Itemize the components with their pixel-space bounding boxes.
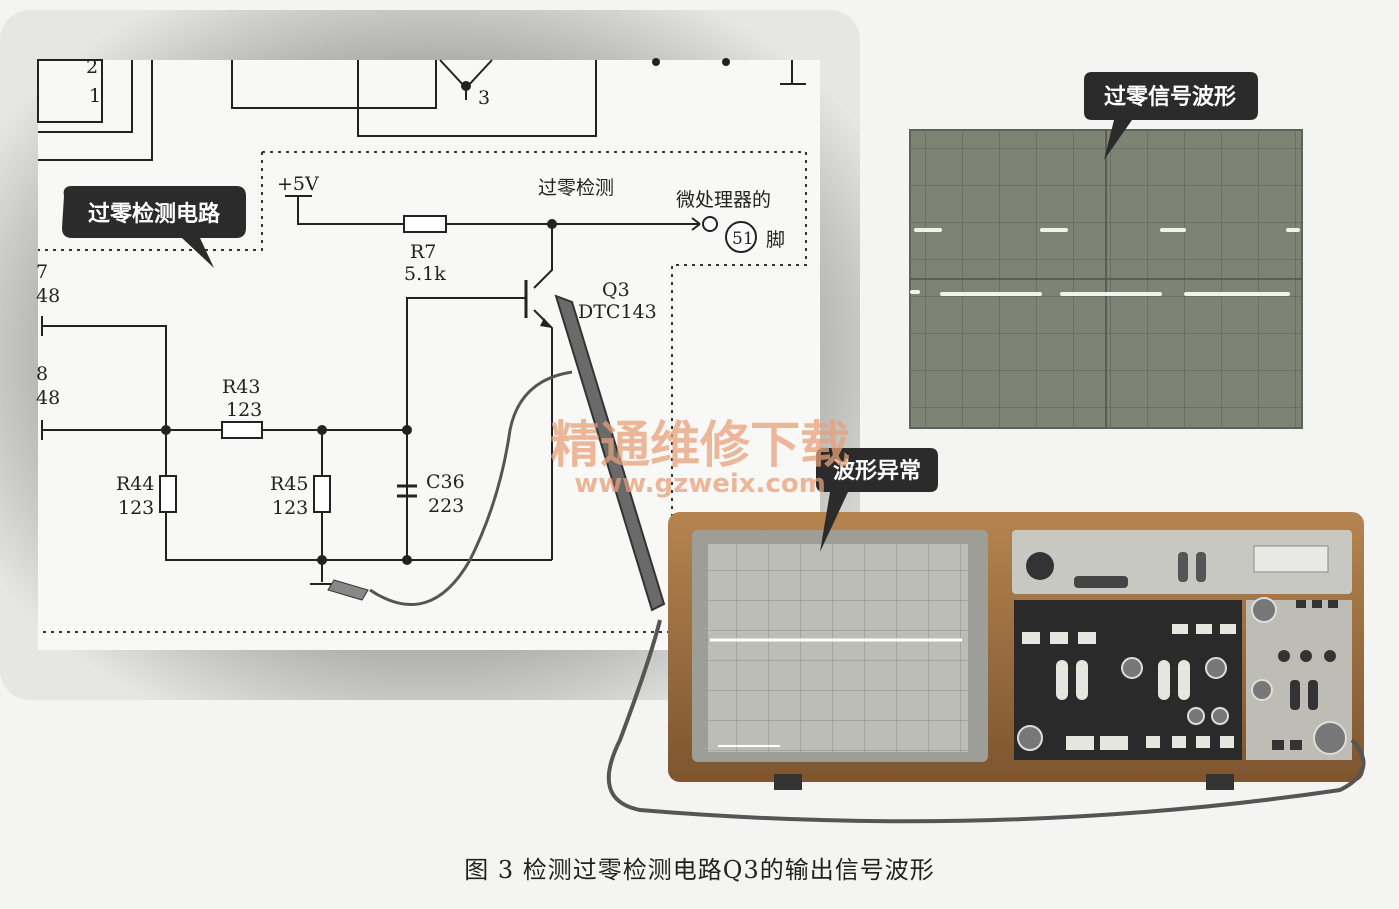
node-label: 过零检测 <box>538 177 614 199</box>
svg-text:波形异常: 波形异常 <box>833 458 921 484</box>
partial-label: 48 <box>36 387 60 409</box>
partial-label: 7 <box>36 261 48 283</box>
oscilloscope <box>668 512 1364 790</box>
q3-model: DTC143 <box>578 301 657 323</box>
probe <box>327 294 1366 824</box>
pin-number: 51 <box>732 229 754 249</box>
reference-waveform-screen <box>909 129 1303 429</box>
svg-text:精通维修下载: 精通维修下载 <box>550 415 850 474</box>
r45-value: 123 <box>272 497 308 519</box>
r43-value: 123 <box>226 399 262 421</box>
pin3-label: 3 <box>478 87 490 109</box>
r44-value: 123 <box>118 497 154 519</box>
r7-name: R7 <box>410 241 436 263</box>
svg-text:过零检测电路: 过零检测电路 <box>88 201 221 227</box>
q3-name: Q3 <box>602 279 630 301</box>
pin-suffix: 脚 <box>766 229 785 251</box>
callout-abnormal-waveform: 波形异常 <box>816 448 938 552</box>
mcu-label: 微处理器的 <box>676 189 771 211</box>
r43-name: R43 <box>222 376 260 398</box>
connector-pin-label: 2 <box>86 56 98 78</box>
r44-name: R44 <box>116 473 154 495</box>
callout-zero-cross-waveform: 过零信号波形 <box>1084 72 1258 160</box>
watermark: 精通维修下载 www.gzweix.com <box>550 415 850 499</box>
supply-label: +5V <box>277 173 319 195</box>
figure-caption: 图 3 检测过零检测电路Q3的输出信号波形 <box>464 856 935 884</box>
partial-label: 48 <box>36 285 60 307</box>
partial-label: 8 <box>36 363 48 385</box>
svg-text:www.gzweix.com: www.gzweix.com <box>574 469 826 499</box>
r7-value: 5.1k <box>404 263 446 285</box>
r45-name: R45 <box>270 473 308 495</box>
callout-zero-cross-circuit: 过零检测电路 <box>62 186 246 268</box>
c36-value: 223 <box>428 495 464 517</box>
svg-text:过零信号波形: 过零信号波形 <box>1104 84 1236 110</box>
connector-pin-label: 1 <box>89 85 101 107</box>
c36-name: C36 <box>426 471 465 493</box>
